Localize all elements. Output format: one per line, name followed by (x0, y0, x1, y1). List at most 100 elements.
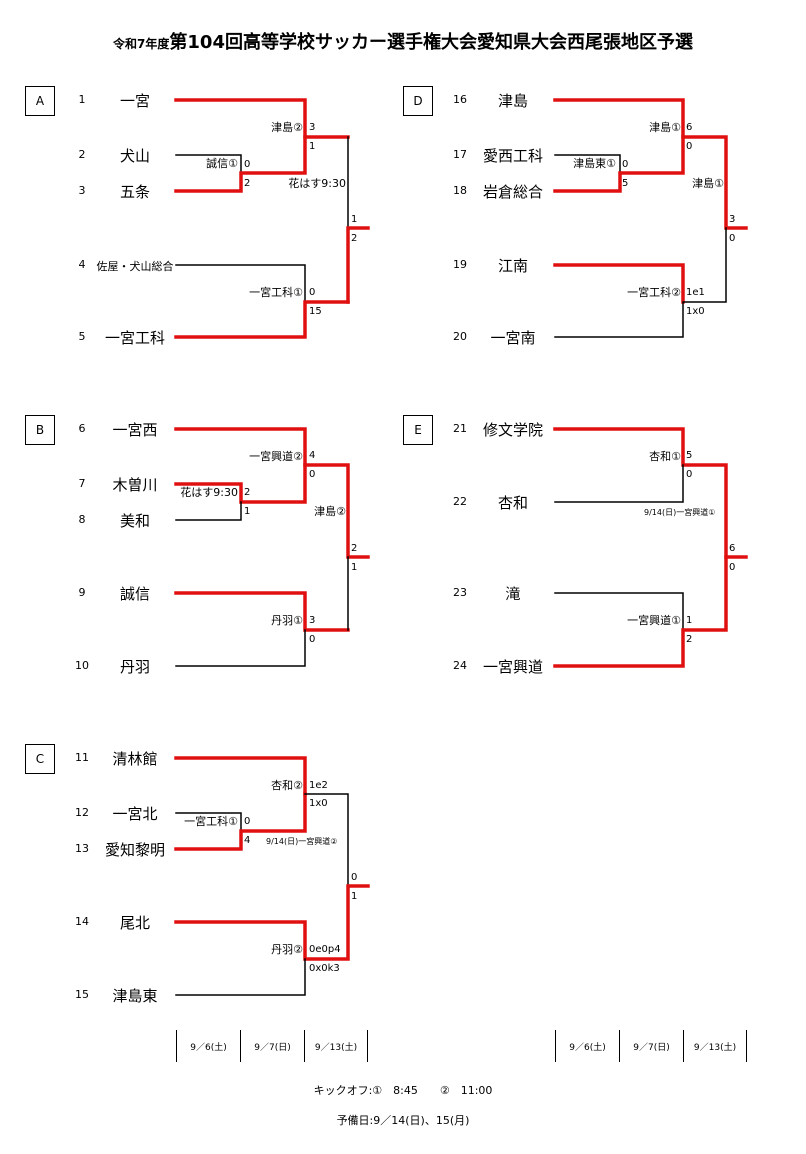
b-line-4 (174, 591, 350, 632)
score: 1e1 (686, 287, 705, 298)
team-name: 滝 (505, 585, 521, 603)
team-name: 一宮興道 (482, 658, 543, 676)
page-title: 令和7年度第104回高等学校サッカー選手権大会愛知県大会西尾張地区予選 (0, 28, 806, 54)
venue-label: 一宮興道② (249, 450, 303, 463)
team-name: 修文学院 (482, 421, 543, 439)
kickoff-times: キックオフ:① 8:45 ② 11:00 (313, 1084, 493, 1097)
score: 0 (244, 159, 251, 170)
group-c-box: C (25, 744, 55, 774)
group-a-box: A (25, 86, 55, 116)
group-d-box: D (403, 86, 433, 116)
seed-number: 18 (453, 184, 467, 197)
score: 0e0p4 (309, 944, 341, 955)
seed-number: 5 (78, 330, 86, 343)
score: 0x0k3 (309, 963, 340, 974)
venue-label: 津島② (271, 121, 303, 134)
score: 4 (309, 450, 316, 461)
score: 1x0 (309, 798, 328, 809)
team-name: 岩倉総合 (482, 183, 543, 201)
seed-number: 9 (78, 586, 86, 599)
score: 2 (351, 543, 358, 554)
score: 0 (351, 872, 358, 883)
d-line-2 (554, 154, 621, 174)
venue-label: 丹羽① (271, 614, 303, 627)
score: 3 (309, 615, 316, 626)
score: 5 (622, 178, 629, 189)
a-line-4 (175, 264, 306, 303)
team-name: 尾北 (119, 914, 150, 932)
team-name: 一宮北 (112, 805, 158, 823)
venue-label: 杏和① (649, 450, 681, 463)
seed-number: 22 (453, 495, 467, 508)
schedule-date: 9／7(日) (619, 1030, 683, 1062)
venue-label: 誠信① (206, 157, 238, 170)
c-line-5 (174, 884, 370, 961)
e-line-2 (554, 464, 684, 503)
schedule-date: 9／13(土) (683, 1030, 747, 1062)
seed-number: 10 (75, 659, 89, 672)
score: 0 (729, 233, 736, 244)
group-b-box: B (25, 415, 55, 445)
schedule-right: 9／6(土) 9／7(日) 9／13(土) (555, 1030, 747, 1062)
team-name: 津島 (497, 92, 528, 110)
d-line-1 (553, 98, 748, 230)
seed-number: 7 (78, 477, 86, 490)
team-name: 木曽川 (112, 476, 158, 494)
score: 0 (309, 287, 316, 298)
score: 0 (309, 634, 316, 645)
seed-number: 8 (78, 513, 86, 526)
team-name: 誠信 (119, 585, 150, 603)
score: 2 (686, 634, 693, 645)
seed-number: 1 (78, 93, 86, 106)
venue-label: 一宮工科① (184, 815, 238, 828)
score: 5 (686, 450, 693, 461)
score: 3 (309, 122, 316, 133)
a-line-2 (175, 154, 242, 174)
seed-number: 24 (453, 659, 467, 672)
seed-number: 21 (453, 422, 467, 435)
venue-label: 9/14(日)一宮興道① (644, 508, 716, 517)
venue-label: 一宮工科① (249, 286, 303, 299)
seed-number: 15 (75, 988, 89, 1001)
score: 1e2 (309, 780, 328, 791)
seed-number: 20 (453, 330, 467, 343)
venue-label: 花はす9:30 (180, 486, 238, 499)
team-name: 佐屋・犬山総合 (96, 260, 174, 273)
seed-number: 23 (453, 586, 467, 599)
score: 4 (244, 835, 251, 846)
score: 1x0 (686, 306, 705, 317)
b-line-3 (175, 501, 242, 521)
schedule-date: 9／13(土) (304, 1030, 368, 1062)
score: 0 (244, 816, 251, 827)
venue-label: 一宮工科② (627, 286, 681, 299)
score: 0 (686, 469, 693, 480)
team-name: 清林館 (112, 750, 158, 768)
e-line-3 (554, 592, 684, 631)
schedule-date: 9／6(土) (555, 1030, 619, 1062)
reserve-days: 予備日:9／14(日)、15(月) (336, 1114, 470, 1127)
team-name: 愛知黎明 (104, 841, 165, 859)
venue-label: 9/14(日)一宮興道② (266, 837, 338, 846)
venue-label: 花はす9:30 (288, 177, 346, 190)
score: 1 (351, 562, 358, 573)
seed-number: 19 (453, 258, 467, 271)
c-line-3 (174, 792, 307, 851)
group-e-box: E (403, 415, 433, 445)
venue-label: 津島① (649, 121, 681, 134)
e-line-4 (553, 555, 728, 668)
venue-label: 杏和② (271, 779, 303, 792)
score: 1 (351, 214, 358, 225)
score: 2 (244, 487, 251, 498)
score: 15 (309, 306, 322, 317)
team-name: 江南 (497, 257, 528, 275)
a-line-3 (174, 135, 307, 193)
seed-number: 12 (75, 806, 89, 819)
seed-number: 17 (453, 148, 467, 161)
team-name: 津島東 (112, 987, 158, 1005)
d-line-4 (553, 263, 685, 304)
d-line-5 (554, 227, 727, 338)
team-name: 丹羽 (119, 658, 150, 676)
c-line-6 (175, 958, 306, 996)
b-line-1 (174, 427, 370, 559)
